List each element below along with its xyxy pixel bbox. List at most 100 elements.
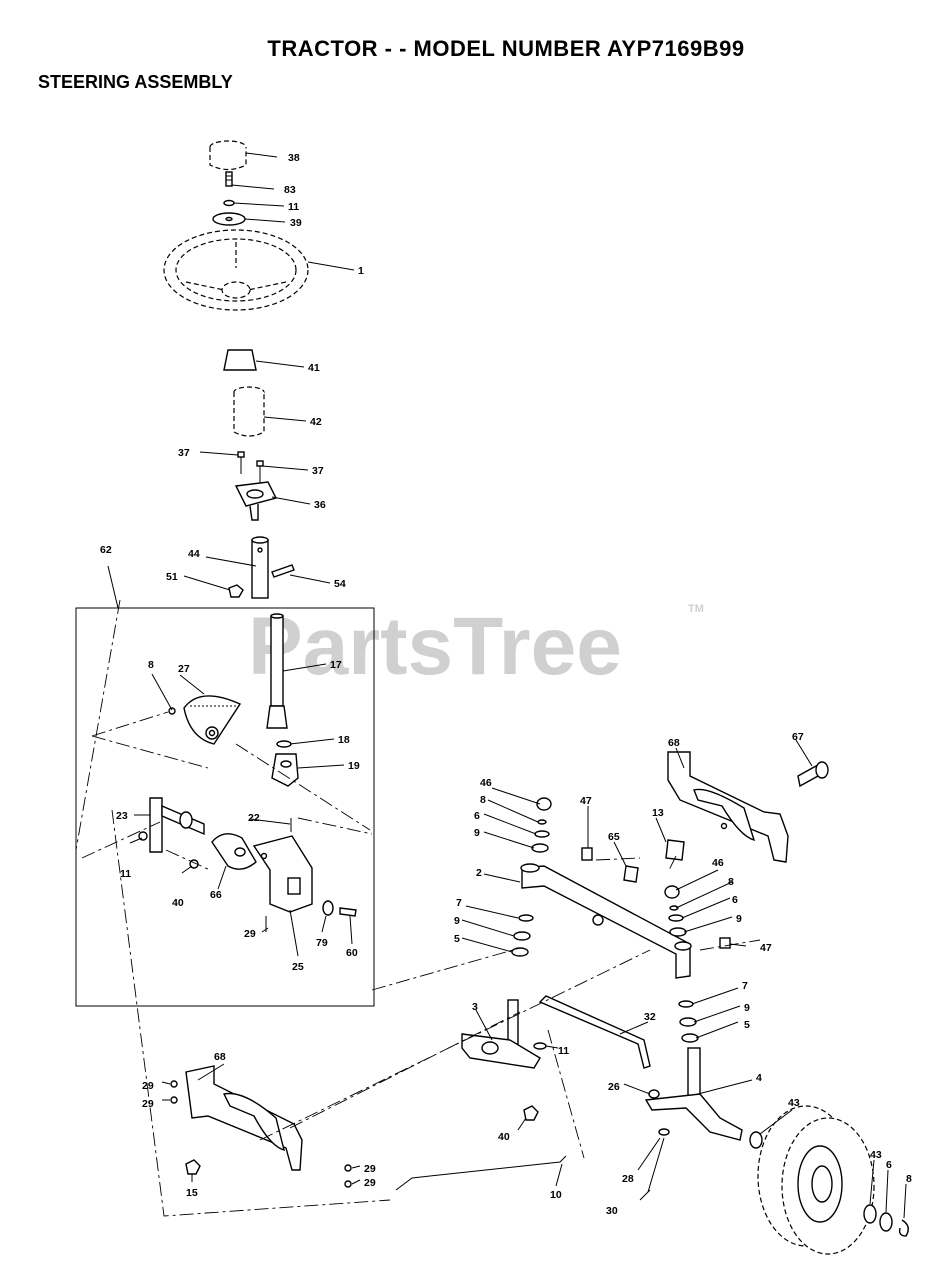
- callout-62: 62: [100, 544, 112, 556]
- steering-adapter-spline: [223, 349, 257, 371]
- callout-32: 32: [644, 1011, 656, 1023]
- callout-37: 37: [178, 447, 190, 459]
- callout-38: 38: [288, 152, 300, 164]
- callout-6: 6: [732, 894, 738, 906]
- callout-8: 8: [148, 659, 154, 671]
- callout-29: 29: [142, 1080, 154, 1092]
- clip-11c: [533, 1042, 547, 1050]
- callout-18: 18: [338, 734, 350, 746]
- screw-29c: [170, 1096, 178, 1104]
- callout-2: 2: [476, 867, 482, 879]
- spindle-4: [644, 1047, 743, 1141]
- watermark: PartsTree: [248, 601, 622, 692]
- bolt-54: [271, 564, 295, 578]
- callout-22: 22: [248, 812, 260, 824]
- washer-7a: [518, 914, 534, 922]
- clip-8c: [669, 905, 679, 911]
- callout-51: 51: [166, 571, 178, 583]
- callout-60: 60: [346, 947, 358, 959]
- callout-47: 47: [760, 942, 772, 954]
- callout-11: 11: [288, 201, 299, 213]
- callout-44: 44: [188, 548, 200, 560]
- frame-plate-68b: [185, 1065, 303, 1171]
- callout-46: 46: [712, 857, 724, 869]
- callout-7: 7: [456, 897, 462, 909]
- callout-40: 40: [498, 1131, 510, 1143]
- washer-7b: [678, 1000, 694, 1008]
- cap-46b: [664, 885, 680, 899]
- front-wheel: [757, 1105, 875, 1255]
- page-title: TRACTOR - - MODEL NUMBER AYP7169B99: [267, 36, 745, 61]
- callout-3: 3: [472, 1001, 478, 1013]
- callout-26: 26: [608, 1081, 620, 1093]
- clip-8b: [537, 819, 547, 825]
- hex-nut-51: [228, 584, 244, 598]
- phantom-line-main: [75, 599, 761, 1217]
- section-subtitle: STEERING ASSEMBLY: [38, 72, 233, 92]
- clip-8d: [898, 1219, 909, 1237]
- callout-17: 17: [330, 659, 342, 671]
- steering-shaft-upper: [251, 536, 269, 599]
- watermark-tm: TM: [688, 603, 704, 615]
- callout-1: 1: [358, 265, 364, 277]
- lock-washer: [223, 199, 235, 207]
- frame-plate-68: [667, 751, 789, 863]
- callout-37: 37: [312, 465, 324, 477]
- cap-46a: [536, 797, 552, 811]
- callout-25: 25: [292, 961, 304, 973]
- washer-28: [658, 1128, 670, 1136]
- steering-wheel: [163, 229, 309, 311]
- bushing-66: [211, 833, 257, 870]
- callout-11: 11: [120, 868, 131, 880]
- washer-6c: [879, 1212, 893, 1232]
- callout-13: 13: [652, 807, 664, 819]
- callout-4: 4: [756, 1072, 762, 1084]
- callout-67: 67: [792, 731, 804, 743]
- washer-6b: [668, 914, 684, 922]
- callout-30: 30: [606, 1205, 618, 1217]
- screw-29e: [344, 1180, 352, 1188]
- washer-9b: [669, 927, 687, 937]
- callout-29: 29: [364, 1163, 376, 1175]
- tie-rod-30: [647, 1137, 665, 1193]
- washer-9a: [531, 843, 549, 853]
- nut-40b: [523, 1105, 539, 1121]
- callout-66: 66: [210, 889, 222, 901]
- bolt-47b: [719, 937, 731, 949]
- drag-link-32: [538, 995, 651, 1069]
- spacer-65: [623, 865, 639, 883]
- washer-79: [322, 900, 334, 916]
- callout-43: 43: [870, 1149, 882, 1161]
- washer-43a: [749, 1131, 763, 1149]
- callout-9: 9: [736, 913, 742, 925]
- washer-9c: [513, 931, 531, 941]
- callout-42: 42: [310, 416, 322, 428]
- spindle-3: [461, 999, 541, 1069]
- bolt-37-right: [256, 460, 264, 484]
- bolt-47a: [581, 847, 593, 861]
- washer-9d: [679, 1017, 697, 1027]
- phantom-line: [81, 711, 373, 871]
- callout-19: 19: [348, 760, 360, 772]
- nut-15: [185, 1159, 201, 1175]
- callout-labels: 38 83 11 39 1 41 42 37 37 36 62 44 51 54…: [100, 152, 912, 1217]
- leader-lines: [129, 152, 907, 1219]
- callout-79: 79: [316, 937, 328, 949]
- clip-8: [168, 707, 176, 715]
- washer-18: [276, 740, 292, 748]
- callout-46: 46: [480, 777, 492, 789]
- bushing-13: [665, 839, 685, 861]
- bolt-37-left: [237, 451, 245, 474]
- screw-29d: [344, 1164, 352, 1172]
- callout-29: 29: [364, 1177, 376, 1189]
- callout-68: 68: [668, 737, 680, 749]
- callout-6: 6: [886, 1159, 892, 1171]
- steering-bellows: [233, 386, 265, 437]
- inset-box: [75, 607, 375, 1007]
- callout-36: 36: [314, 499, 326, 511]
- bolt-60: [339, 907, 357, 917]
- callout-68: 68: [214, 1051, 226, 1063]
- callout-23: 23: [116, 810, 128, 822]
- callout-7: 7: [742, 980, 748, 992]
